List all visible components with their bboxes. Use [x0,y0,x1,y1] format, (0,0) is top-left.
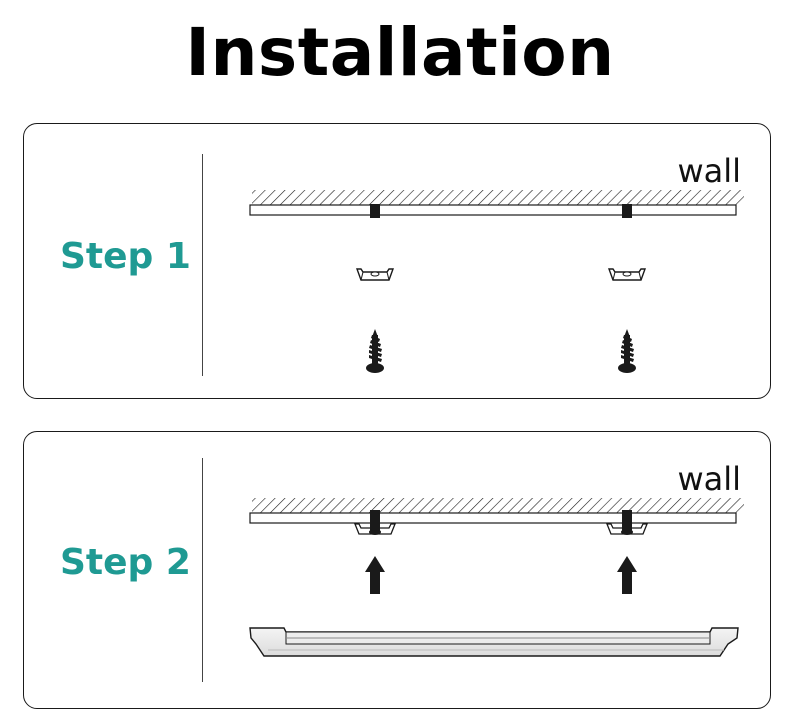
attached-clip-right [606,510,648,535]
step-1-divider [202,154,203,376]
light-fixture [249,627,739,657]
mounting-clip-left [356,268,394,281]
wall-anchor-right [622,204,632,218]
page-title: Installation [185,14,615,91]
screw-icon [618,329,636,373]
step-2-diagram: wall [249,460,744,657]
wall-surface [249,204,737,216]
step-2-panel: Step 2 wall [23,431,771,709]
arrow-up-icon [617,556,637,594]
wall-surface [249,512,737,524]
mounting-clip-right [608,268,646,281]
step-1-diagram: wall [249,152,744,373]
step-2-label: Step 2 [60,542,191,583]
step-1-panel: Step 1 wall [23,123,771,399]
wall-hatch [252,498,744,513]
arrow-up-icon [365,556,385,594]
wall-hatch [252,190,744,205]
wall-anchor-left [370,204,380,218]
attached-clip-left [354,510,396,535]
step-2-divider [202,458,203,682]
wall-label: wall [677,152,741,190]
wall-label: wall [677,460,741,498]
step-1-label: Step 1 [60,236,191,277]
screw-icon [366,329,384,373]
